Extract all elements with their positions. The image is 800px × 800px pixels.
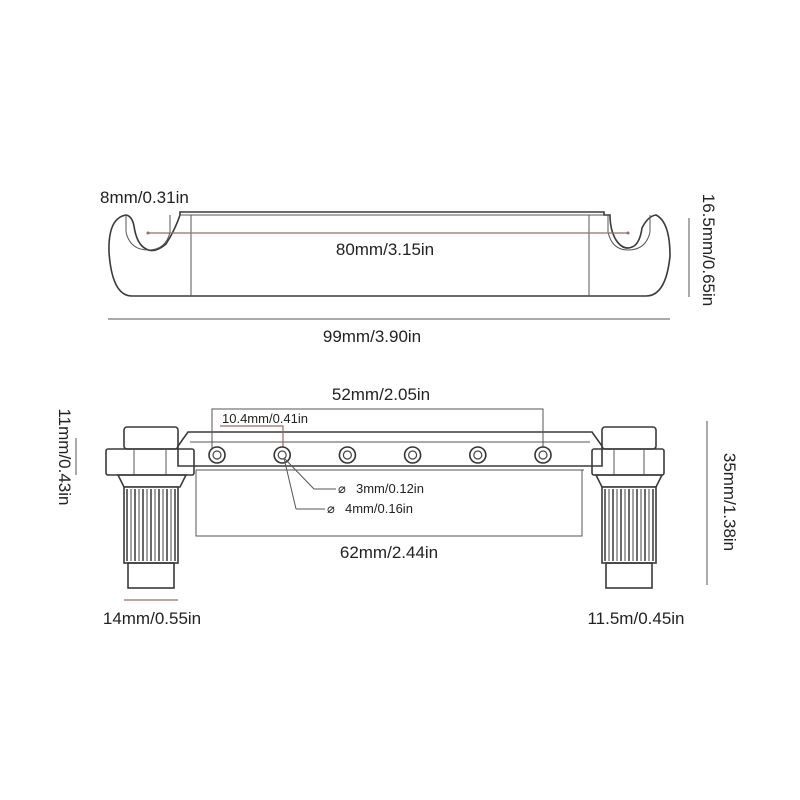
string-hole-inner — [277, 450, 287, 460]
label-outer-hole-diameter: 4mm/0.16in — [345, 501, 413, 516]
label-stud-width-right: 11.5m/0.45in — [587, 609, 684, 628]
right-stud — [591, 426, 665, 589]
label-slot-width: 8mm/0.31in — [100, 188, 189, 207]
label-total-height: 35mm/1.38in — [720, 453, 739, 551]
string-holes — [208, 446, 552, 464]
label-inner-length: 80mm/3.15in — [336, 240, 434, 259]
leader-inner-hole — [283, 457, 315, 490]
label-stud-width-left: 14mm/0.55in — [103, 609, 201, 628]
dim-base-box — [195, 470, 583, 537]
right-stud-knurling — [604, 489, 654, 561]
tailpiece-bar — [177, 431, 603, 467]
string-hole-inner — [538, 450, 548, 460]
left-stud — [105, 426, 195, 589]
leader-outer-hole — [283, 457, 297, 510]
right-slot — [607, 215, 651, 251]
string-hole-inner — [212, 450, 222, 460]
label-top-height: 11mm/0.43in — [55, 408, 74, 505]
slot-center-left — [146, 231, 150, 235]
string-hole-inner — [408, 450, 418, 460]
label-height: 16.5mm/0.65in — [699, 194, 718, 306]
left-stud-collar — [127, 562, 175, 589]
string-hole-inner — [342, 450, 352, 460]
top-view-body-outline — [108, 211, 671, 297]
label-base-length: 62mm/2.44in — [340, 543, 438, 562]
left-stud-nut — [105, 448, 195, 476]
left-stud-head — [123, 426, 179, 450]
string-hole-inner — [473, 450, 483, 460]
label-inner-hole-diameter: 3mm/0.12in — [356, 481, 424, 496]
top-view: 8mm/0.31in 80mm/3.15in 99mm/3.90in 16.5m… — [100, 188, 718, 346]
right-stud-flange — [594, 474, 664, 488]
front-view: 52mm/2.05in 10.4mm/0.41in ⌀ 3mm/0.12in ⌀… — [55, 385, 739, 628]
right-stud-collar — [605, 562, 653, 589]
right-stud-head — [601, 426, 657, 450]
left-stud-flange — [116, 474, 188, 488]
diameter-icon-outer: ⌀ — [327, 501, 335, 516]
diameter-icon-inner: ⌀ — [338, 481, 346, 496]
dim-hole-spacing — [220, 425, 284, 454]
label-hole-spacing: 10.4mm/0.41in — [222, 411, 308, 426]
left-stud-knurling — [126, 489, 176, 561]
label-outer-hole-span: 52mm/2.05in — [332, 385, 430, 404]
label-total-length: 99mm/3.90in — [323, 327, 421, 346]
dim-outer-hole-span — [211, 408, 544, 458]
slot-center-right — [626, 231, 630, 235]
left-slot — [125, 215, 171, 251]
